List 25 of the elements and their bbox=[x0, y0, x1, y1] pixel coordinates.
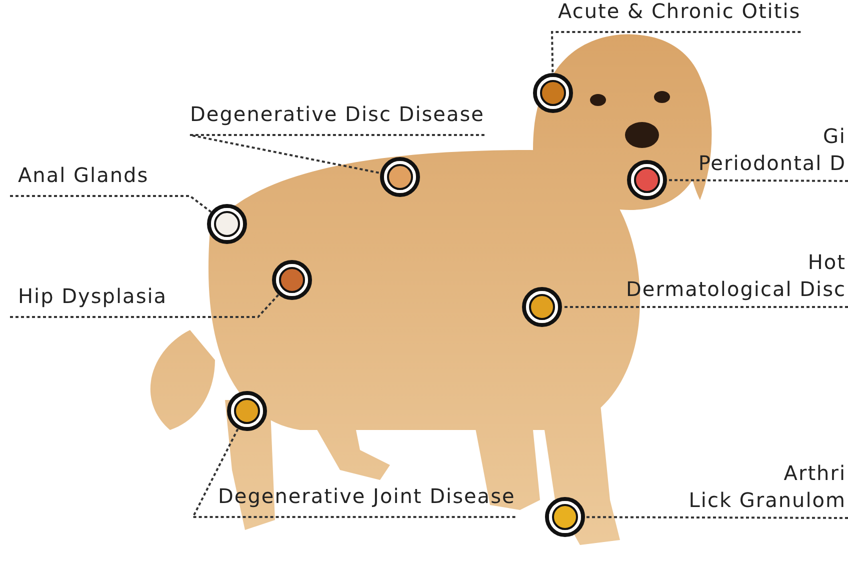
leader-line bbox=[10, 195, 212, 213]
leader-line bbox=[191, 428, 516, 518]
condition-label: Degenerative Disc Disease bbox=[190, 101, 484, 128]
target-ring bbox=[205, 202, 249, 246]
condition-label: Gi bbox=[822, 123, 846, 150]
target-ring bbox=[270, 258, 314, 302]
condition-label: Hip Dysplasia bbox=[18, 283, 168, 310]
target-ring bbox=[225, 389, 269, 433]
leader-line bbox=[562, 306, 848, 308]
target-ring bbox=[543, 495, 587, 539]
target-ring bbox=[520, 285, 564, 329]
leader-line bbox=[550, 31, 801, 74]
condition-label: Acute & Chronic Otitis bbox=[558, 0, 801, 25]
leader-line bbox=[189, 134, 484, 174]
leader-line bbox=[10, 294, 280, 318]
condition-label: Arthri bbox=[782, 460, 846, 487]
leader-line bbox=[585, 516, 848, 519]
condition-label: Degenerative Joint Disease bbox=[218, 483, 516, 510]
target-ring bbox=[625, 158, 669, 202]
target-ring bbox=[378, 155, 422, 199]
condition-label: Anal Glands bbox=[18, 162, 149, 189]
condition-label: Lick Granulom bbox=[688, 487, 846, 514]
condition-label: Hot bbox=[806, 249, 846, 276]
target-ring bbox=[531, 71, 575, 115]
leader-line bbox=[667, 179, 848, 182]
